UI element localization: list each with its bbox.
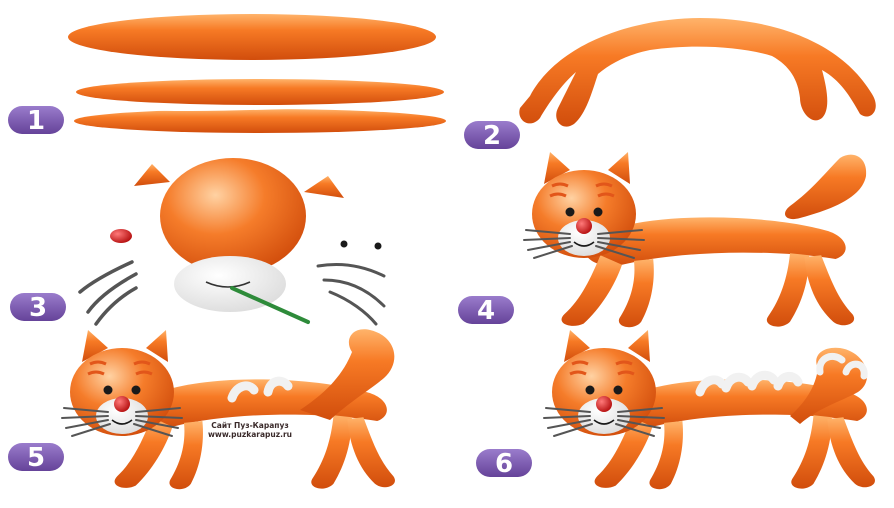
- eye-right-icon: [375, 243, 382, 250]
- tail-piece-icon: [785, 155, 866, 219]
- step-6-panel: [544, 330, 875, 489]
- step-badge-4: 4: [458, 296, 514, 326]
- step-1-panel: [68, 14, 446, 133]
- step-number-4: 4: [477, 296, 495, 326]
- step-badge-6: 6: [476, 449, 532, 479]
- step-badge-5: 5: [8, 443, 64, 473]
- ear-left-icon: [134, 164, 170, 186]
- step-number-3: 3: [29, 293, 47, 323]
- step-number-2: 2: [483, 121, 501, 151]
- watermark-line-1: Сайт Пуз-Карапуз: [211, 421, 288, 430]
- whiskers-left-icon: [80, 262, 136, 324]
- clay-roll-top: [68, 14, 436, 60]
- nose-ball-icon: [110, 229, 132, 243]
- step-number-5: 5: [27, 443, 45, 473]
- clay-roll-bottom: [74, 109, 446, 133]
- step-badge-1: 1: [8, 106, 64, 136]
- eye-left-icon: [341, 241, 348, 248]
- step-number-1: 1: [27, 106, 45, 136]
- step-badge-3: 3: [10, 293, 66, 323]
- step-5-panel: Сайт Пуз-Карапуз www.puzkarapuz.ru: [62, 329, 395, 489]
- step-3-panel: [80, 158, 384, 324]
- clay-arch-body: [519, 18, 875, 127]
- clay-roll-middle: [76, 79, 444, 105]
- step-2-panel: [519, 18, 875, 127]
- ear-right-icon: [304, 176, 344, 198]
- watermark-line-2: www.puzkarapuz.ru: [208, 430, 292, 439]
- step-4-panel: [524, 152, 866, 327]
- whiskers-right-icon: [318, 264, 384, 324]
- step-number-6: 6: [495, 449, 513, 479]
- step-badge-2: 2: [464, 121, 520, 151]
